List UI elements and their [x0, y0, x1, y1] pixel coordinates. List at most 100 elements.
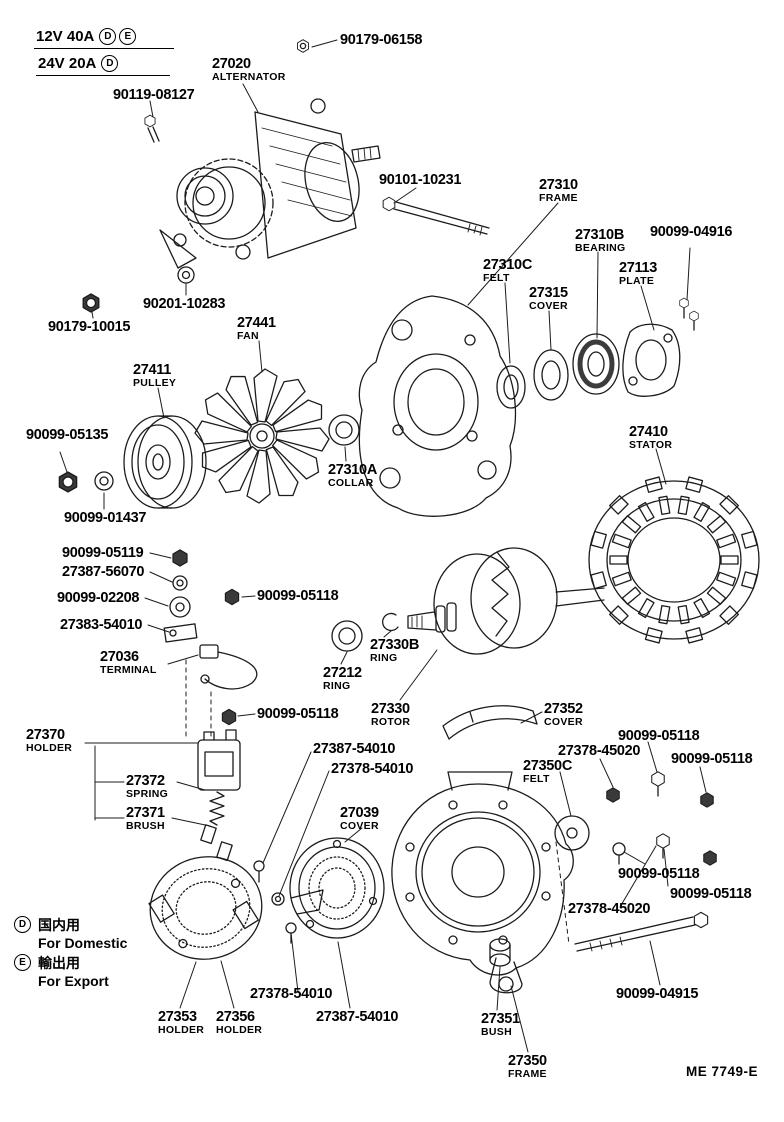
spec-12v-text: 12V 40A	[36, 28, 95, 45]
part-name: TERMINAL	[100, 663, 157, 676]
part-number: 27378-45020	[558, 743, 641, 759]
part-name: RING	[370, 651, 398, 664]
part-number: 90099-05118	[257, 706, 339, 722]
part-name: PULLEY	[133, 376, 177, 389]
part-number: 27350	[508, 1053, 547, 1069]
holder-screws-drawing	[253, 860, 297, 944]
part-number: 27310C	[483, 257, 532, 273]
part-name: BEARING	[575, 241, 626, 254]
circle-e-icon: E	[119, 28, 137, 45]
rotor-drawing	[407, 547, 605, 655]
part-label: 27387-54010	[316, 1010, 398, 1025]
circle-d-icon: D	[101, 55, 119, 72]
doc-code: ME 7749-E	[686, 1064, 759, 1079]
stator-drawing	[588, 476, 760, 644]
cover-27315-drawing	[533, 349, 569, 401]
part-label: 27383-54010	[60, 618, 142, 633]
part-label: 90099-05118	[670, 887, 752, 902]
part-label: 90099-05118	[671, 752, 753, 767]
end-cover-27039-drawing	[289, 837, 385, 939]
part-number: 27383-54010	[60, 617, 143, 633]
nut-90099-05118b-drawing	[221, 708, 237, 726]
part-name: HOLDER	[26, 741, 73, 754]
part-number: 27350C	[523, 758, 572, 774]
part-label: 90099-05118	[257, 588, 339, 604]
part-label: 90201-10283	[143, 297, 225, 312]
part-label: 27378-45020	[568, 902, 650, 917]
rear-frame-drawing	[391, 771, 574, 994]
bearing-27310b-drawing	[572, 333, 620, 395]
through-bolt-90101-10231-drawing	[382, 196, 490, 236]
part-label: 90099-01437	[64, 511, 146, 526]
part-name: ALTERNATOR	[212, 70, 286, 83]
part-number: 27387-56070	[62, 564, 145, 580]
part-name: BUSH	[481, 1025, 512, 1038]
part-number: 27020	[212, 56, 251, 72]
bolt-90179-06158-drawing	[297, 39, 309, 53]
part-label: 90179-06158	[340, 33, 422, 48]
terminal-stack-drawing	[163, 549, 258, 690]
part-name: BRUSH	[126, 819, 165, 832]
part-label: 90099-04915	[616, 987, 698, 1002]
part-number: 90099-05118	[257, 588, 339, 604]
pulley-drawing	[123, 415, 207, 509]
part-number: 27330B	[370, 637, 419, 653]
part-label: 90179-10015	[48, 320, 130, 335]
part-number: 27410	[629, 424, 668, 440]
part-name: COVER	[340, 819, 379, 832]
drive-frame-drawing	[358, 295, 517, 517]
alternator-assembly-drawing	[159, 98, 381, 269]
part-label: 27387-54010	[313, 742, 395, 757]
legend-domestic-en: For Domestic	[38, 935, 128, 952]
part-number: 27212	[323, 665, 362, 681]
part-name: SPRING	[126, 787, 169, 800]
spec-24v-text: 24V 20A	[38, 55, 97, 72]
brush-holder-plate-drawing	[148, 856, 263, 960]
nut-90099-05135-drawing	[58, 471, 78, 493]
part-number: 27310B	[575, 227, 624, 243]
part-label: 90099-05118	[618, 867, 700, 882]
part-label: 27378-45020	[558, 744, 640, 759]
plate-27113-drawing	[622, 323, 681, 397]
screws-90099-04916-drawing	[679, 297, 699, 331]
part-name: FAN	[237, 329, 259, 342]
part-label: 90101-10231	[379, 173, 461, 188]
part-number: 90179-10015	[48, 319, 131, 335]
felt-27350c-drawing	[554, 815, 590, 851]
part-number: 27378-54010	[331, 761, 414, 777]
part-number: 90101-10231	[379, 172, 462, 188]
part-label: 90119-08127	[113, 87, 195, 103]
part-number: 27441	[237, 315, 276, 331]
part-label: 27387-56070	[62, 565, 144, 580]
part-number: 90119-08127	[113, 87, 195, 103]
part-number: 27387-54010	[313, 741, 396, 757]
part-number: 90099-01437	[64, 510, 147, 526]
part-number: 27370	[26, 727, 65, 743]
part-number: 27351	[481, 1011, 520, 1027]
part-number: 27352	[544, 701, 583, 717]
part-number: 27387-54010	[316, 1009, 399, 1025]
ring-27212-drawing	[331, 620, 363, 652]
circle-e-icon: E	[14, 954, 31, 971]
collar-27310a-drawing	[328, 414, 360, 446]
cover-27352-drawing	[442, 705, 538, 740]
spec-24v-marks: D	[101, 55, 119, 72]
part-number: 90179-06158	[340, 32, 423, 48]
part-name: PLATE	[619, 274, 655, 287]
legend-export-jp: 輸出用	[38, 955, 80, 971]
part-label: 90099-05119	[62, 546, 144, 561]
